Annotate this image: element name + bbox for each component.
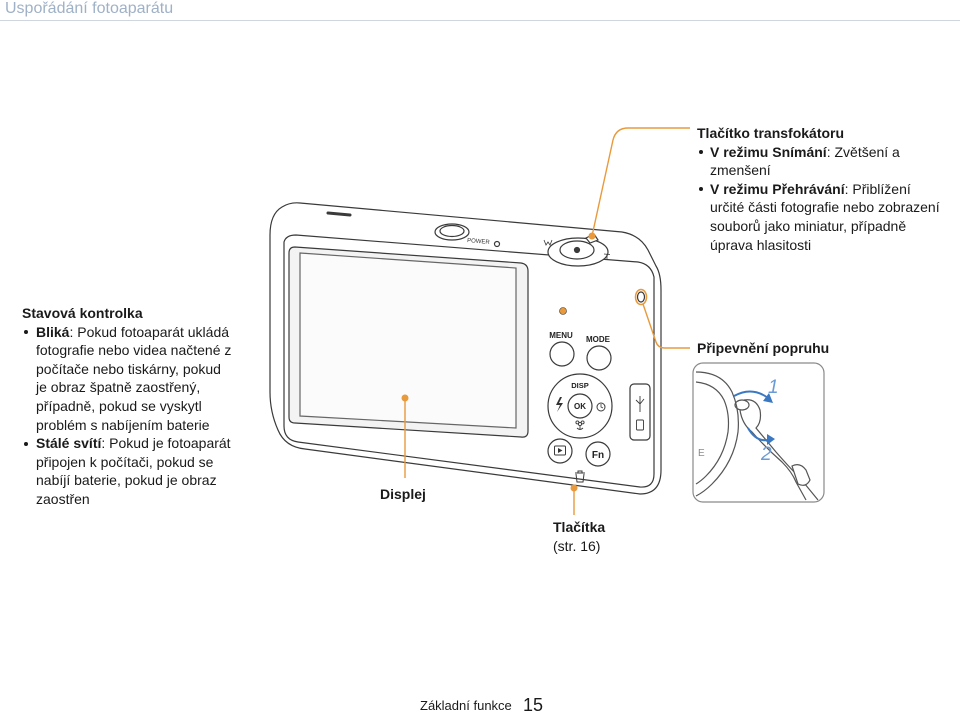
status-lamp-callout-dot [559,307,567,315]
av-port-icon [636,419,644,431]
status-steady-item: Stálé svítí: Pokud je fotoaparát připoje… [22,434,262,508]
power-button [434,223,470,241]
zoom-button-callout: Tlačítko transfokátoru V režimu Snímání:… [697,124,952,254]
bullet-term: V režimu Přehrávání [710,180,845,197]
bullet-text: : Přiblížení určité části fotografie neb… [710,180,940,253]
camera-side-inner-outline [695,381,730,485]
bullet-text: : Pokud je fotoaparát připojen k počítač… [36,435,231,507]
mode-label: MODE [586,335,611,344]
status-lamp-title: Stavová kontrolka [22,305,143,321]
flash-icon [556,397,563,412]
bullet-icon [699,187,703,192]
strap-step-1: 1 [768,377,779,398]
playback-icon [554,445,566,456]
strap-inset-edge-text: E [698,448,705,459]
usb-port-icon [635,396,645,412]
screen [299,252,517,429]
strap-step-2: 2 [760,444,772,465]
bullet-term: V režimu Snímání [710,143,827,160]
camera-rear-face [283,234,655,488]
buttons-label: Tlačítka [553,519,606,535]
power-lamp [493,240,501,248]
tele-mark-icon [603,253,611,260]
ok-button [567,393,593,419]
strap-arrow-1-head [763,393,773,403]
bullet-term: Stálé svítí [36,435,102,452]
zoom-callout-dot [588,232,596,240]
status-blinking-item: Bliká: Pokud fotoaparát ukládá fotografi… [22,323,262,435]
strap-toggle [791,464,811,486]
buttons-page-reference: (str. 16) [553,538,601,554]
footer-section-name: Základní funkce [420,698,512,713]
page-number: 15 [523,695,544,715]
bullet-text: : Zvětšení a zmenšení [710,143,900,179]
strap-cord-return [739,409,807,501]
trash-icon [575,470,585,483]
bullet-icon [24,441,28,446]
zoom-playback-mode-item: V režimu Přehrávání: Přiblížení určité č… [697,180,952,254]
menu-label: MENU [549,331,573,340]
bullet-text: : Pokud fotoaparát ukládá fotografie neb… [36,323,232,433]
strap-callout-line [642,303,690,349]
macro-icon [575,420,585,430]
power-label: POWER [467,238,491,246]
buttons-callout-dot [570,484,578,492]
strap-cord [743,399,819,501]
bullet-icon [699,150,703,155]
ok-label: OK [574,402,586,411]
strap-arrow-2-head [767,434,775,445]
zoom-shooting-mode-item: V režimu Snímání: Zvětšení a zmenšení [697,143,952,180]
shutter-center [573,246,581,254]
menu-button [549,341,575,367]
camera: POWER MENU MODE DISP OK [269,202,662,495]
strap-attachment-title: Připevnění popruhu [697,340,830,356]
strap-arrow-2 [747,427,769,442]
inset-strap-lug [734,399,750,411]
callout-markers [401,127,690,515]
fn-button [585,441,611,467]
camera-side-outline [695,371,739,497]
mode-button [586,345,612,371]
zoom-button-title: Tlačítko transfokátoru [697,125,845,141]
display-label: Displej [380,486,426,502]
bullet-term: Bliká [36,323,70,340]
strap-lug-highlight [634,288,648,306]
speaker-slot [326,211,352,217]
power-button-inner [439,224,465,238]
page-header: Uspořádání fotoaparátu [0,0,960,21]
display-callout-dot [401,394,409,402]
strap-arrow-1 [733,390,769,399]
bullet-icon [24,330,28,335]
status-lamp-callout: Stavová kontrolka Bliká: Pokud fotoapará… [22,304,262,509]
disp-label: DISP [571,381,589,390]
strap-attachment-illustration: 1 2 E [692,362,825,503]
timer-icon [596,402,606,412]
strap-lug [636,291,646,303]
fn-label: Fn [592,450,604,461]
wide-mark-icon [543,239,553,246]
zoom-callout-line [591,127,690,237]
section-title: Uspořádání fotoaparátu [5,0,174,17]
